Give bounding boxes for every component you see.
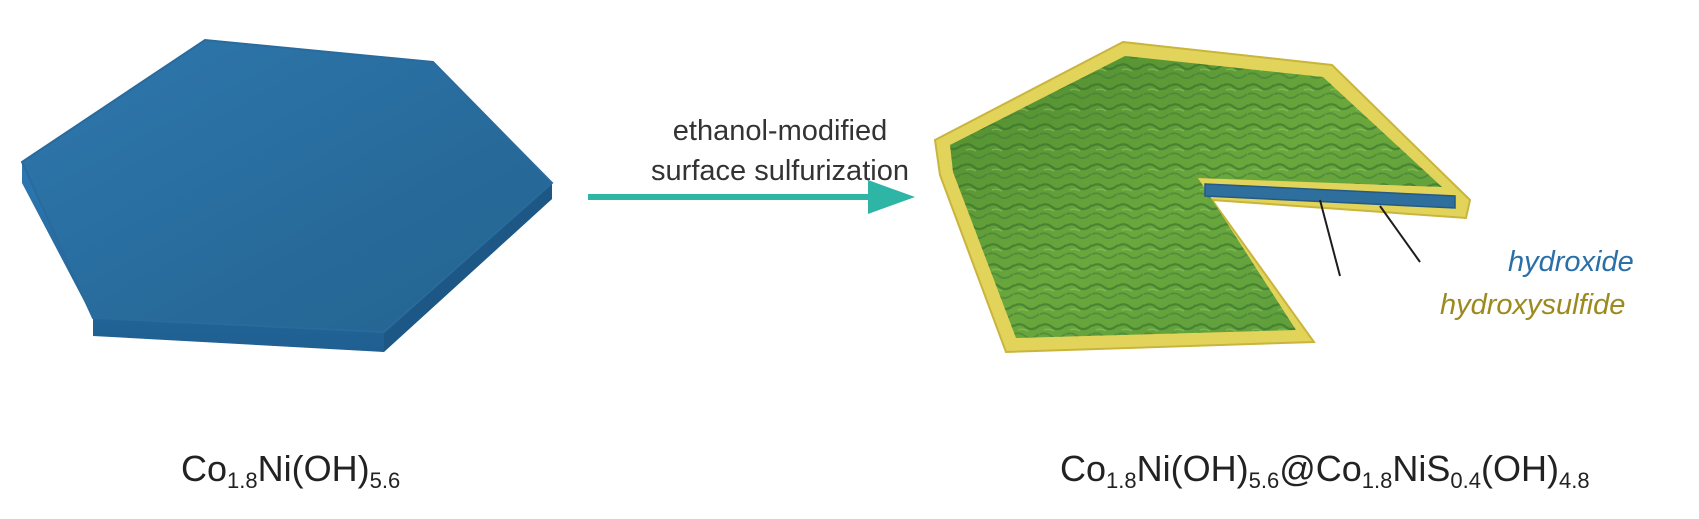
formula-part: (OH) — [1480, 448, 1559, 489]
hydroxide-plate — [20, 38, 554, 352]
formula-part: NiS — [1392, 448, 1451, 489]
formula-subscript: 5.6 — [1248, 468, 1280, 493]
arrow-head — [868, 180, 915, 214]
formula-subscript: 5.6 — [369, 468, 401, 493]
hydroxysulfide-pointer — [1319, 199, 1341, 277]
formula-part: Co — [1060, 448, 1107, 489]
formula-part: Co — [181, 448, 228, 489]
arrow-label-line2: surface sulfurization — [651, 155, 909, 187]
formula-subscript: 4.8 — [1558, 468, 1590, 493]
formula-subscript: 1.8 — [1361, 468, 1393, 493]
plate-side-shadow — [384, 183, 552, 352]
reaction-arrow — [588, 180, 915, 214]
formula-part: @Co — [1279, 448, 1362, 489]
hydroxide-label: hydroxide — [1508, 246, 1634, 278]
hydroxide-pointer — [1379, 205, 1421, 263]
hydroxide-core-section — [1204, 183, 1456, 209]
formula-subscript: 1.8 — [227, 468, 258, 493]
formula-subscript: 1.8 — [1106, 468, 1137, 493]
formula-part: Ni(OH) — [257, 448, 370, 489]
surface-texture — [950, 56, 1442, 338]
plate-top-face — [20, 38, 554, 334]
hydroxysulfide-label: hydroxysulfide — [1440, 289, 1626, 321]
left-formula: Co1.8Ni(OH)5.6 — [181, 448, 400, 494]
formula-part: Ni(OH) — [1136, 448, 1249, 489]
core-shell-plate — [933, 40, 1472, 354]
arrow-label-line1: ethanol-modified — [672, 115, 888, 147]
formula-subscript: 0.4 — [1450, 468, 1481, 493]
right-formula: Co1.8Ni(OH)5.6@Co1.8NiS0.4(OH)4.8 — [1060, 448, 1590, 494]
